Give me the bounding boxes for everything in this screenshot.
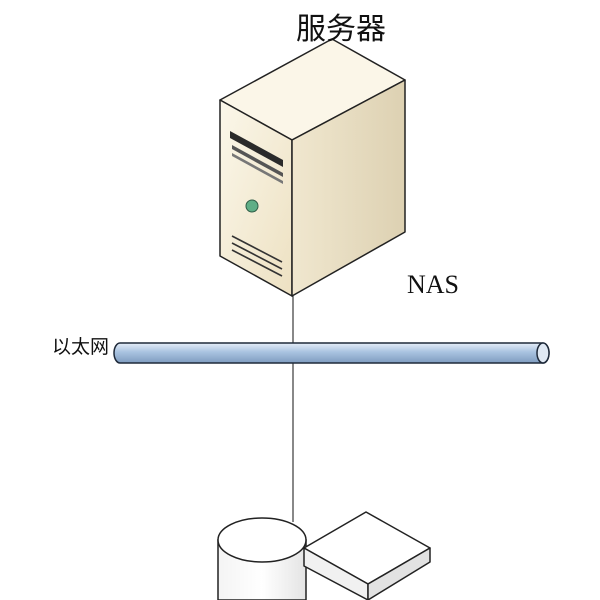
ethernet-label: 以太网	[52, 336, 110, 358]
ethernet-bus	[113, 342, 550, 364]
nas-storage-icon	[217, 511, 431, 600]
server-label: 服务器	[296, 12, 386, 47]
nas-label: NAS	[407, 270, 460, 299]
server-tower-icon	[219, 38, 406, 297]
